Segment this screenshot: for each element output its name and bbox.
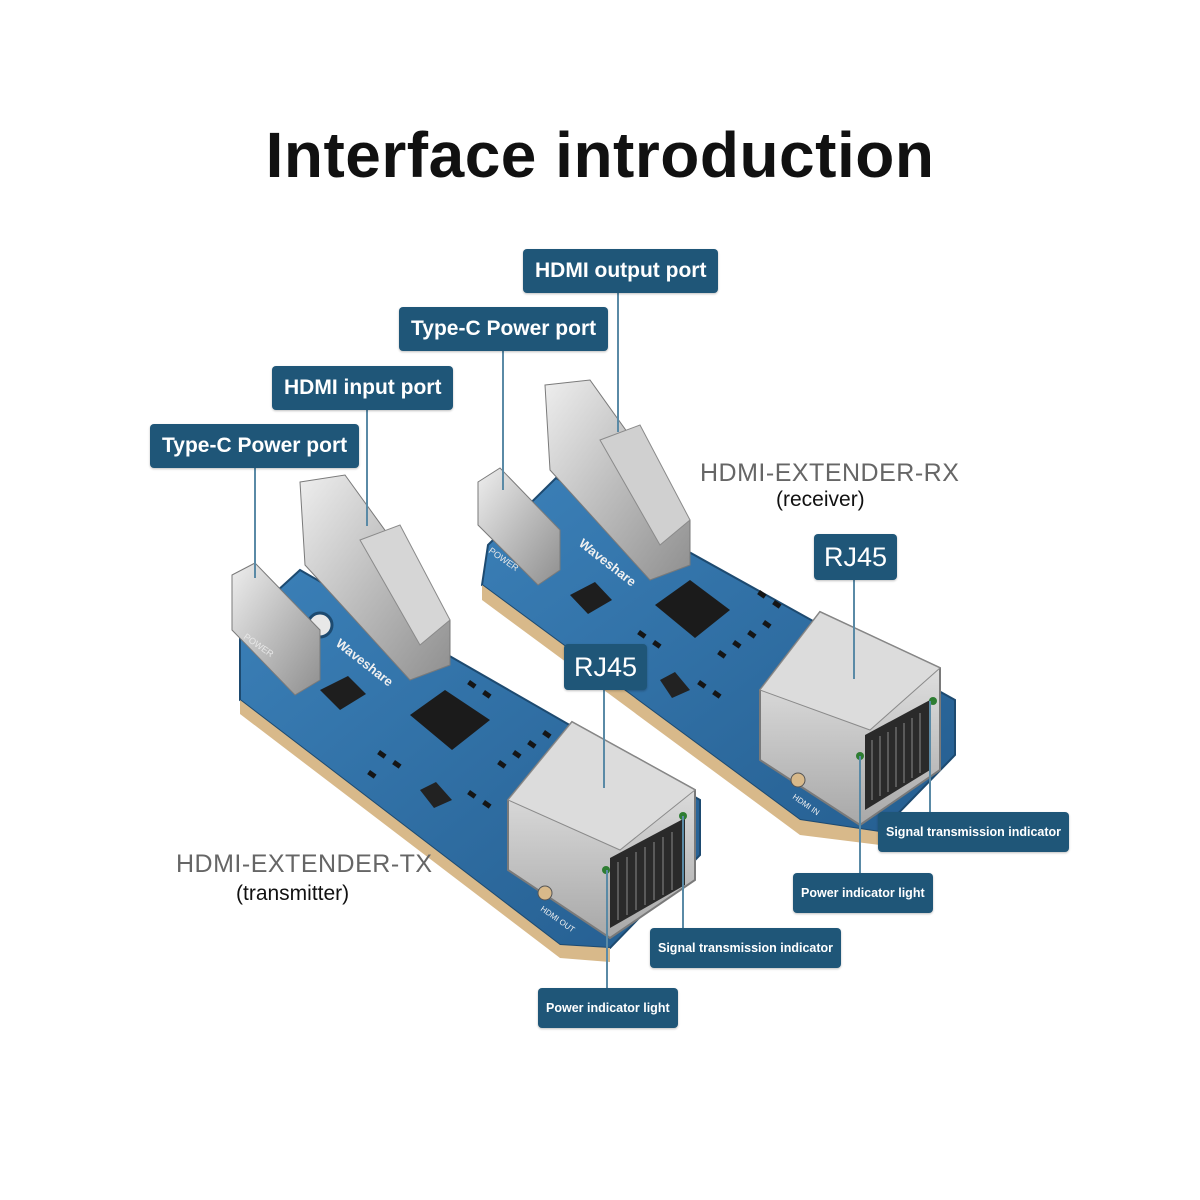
leader-rx-rj45 bbox=[853, 579, 855, 679]
callout-rx-signal: Signal transmission indicator bbox=[878, 812, 1070, 852]
tx-board-name: HDMI-EXTENDER-TX bbox=[176, 850, 433, 878]
tx-board: POWER Waveshare HDMI OUT bbox=[231, 474, 701, 962]
callout-rx-type-c: Type-C Power port bbox=[399, 307, 609, 351]
leader-rx-type-c bbox=[502, 350, 504, 490]
leader-tx-rj45 bbox=[603, 688, 605, 788]
rx-type-c-connector bbox=[477, 467, 561, 586]
callout-tx-power: Power indicator light bbox=[538, 988, 678, 1028]
rx-board: POWER Waveshare HDMI IN bbox=[477, 379, 956, 845]
rx-main-chip bbox=[655, 580, 730, 638]
callout-tx-rj45: RJ45 bbox=[564, 644, 648, 690]
leader-rx-hdmi bbox=[617, 292, 619, 432]
callout-tx-type-c: Type-C Power port bbox=[150, 424, 360, 468]
callout-rx-rj45: RJ45 bbox=[814, 534, 898, 580]
rx-board-name: HDMI-EXTENDER-RX bbox=[700, 459, 960, 487]
tx-main-chip bbox=[410, 690, 490, 750]
leader-tx-power bbox=[606, 870, 608, 988]
rx-signal-led bbox=[929, 697, 937, 705]
callout-rx-hdmi: HDMI output port bbox=[523, 249, 719, 293]
leader-tx-hdmi bbox=[366, 408, 368, 526]
callout-rx-power: Power indicator light bbox=[793, 873, 933, 913]
page-title: Interface introduction bbox=[265, 119, 935, 191]
leader-tx-type-c bbox=[254, 466, 256, 578]
leader-rx-power bbox=[859, 756, 861, 874]
callout-tx-hdmi: HDMI input port bbox=[272, 366, 454, 410]
callout-tx-signal: Signal transmission indicator bbox=[650, 928, 842, 968]
leader-rx-signal bbox=[929, 701, 931, 813]
rx-board-role: (receiver) bbox=[776, 488, 865, 511]
tx-board-role: (transmitter) bbox=[236, 882, 350, 905]
leader-tx-signal bbox=[682, 816, 684, 928]
